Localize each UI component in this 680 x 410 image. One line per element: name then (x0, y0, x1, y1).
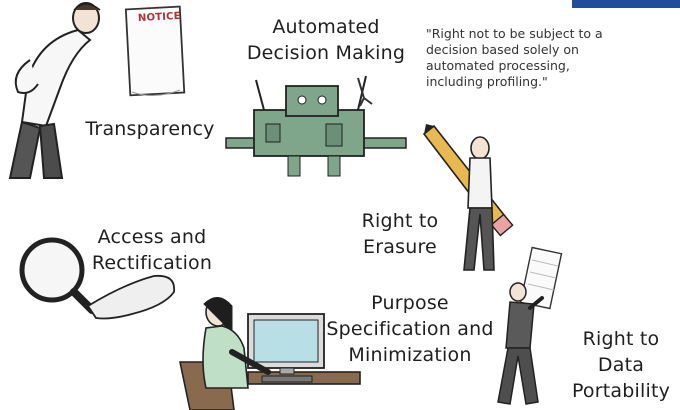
access-and-rectification-label: Access and Rectification (86, 224, 218, 276)
quote-line4: including profiling." (426, 74, 548, 89)
purpose-label-line3: Minimization (348, 344, 472, 366)
man-reading-notice-illustration (8, 2, 101, 179)
woman-at-computer-illustration (179, 297, 361, 410)
portability-label-line2: Portability (571, 380, 671, 402)
transparency-label: Transparency (85, 118, 215, 140)
right-to-erasure-label: Right to Erasure (352, 208, 448, 260)
automated-label-line1: Automated (272, 16, 380, 38)
erasure-label-line1: Right to (361, 210, 439, 232)
automated-processing-quote: "Right not to be subject to a decision b… (426, 26, 666, 90)
man-with-pencil-illustration (422, 124, 514, 271)
decision-machine-illustration (225, 75, 407, 177)
top-right-color-tab (572, 0, 680, 8)
quote-line1: "Right not to be subject to a (426, 26, 603, 41)
portability-label-line1: Right to Data (582, 328, 660, 376)
right-to-data-portability-label: Right to Data Portability (560, 326, 680, 404)
purpose-label-line1: Purpose (371, 292, 449, 314)
access-label-line1: Access and (97, 226, 207, 248)
magnifying-glass-illustration (19, 237, 176, 320)
purpose-label-line2: Specification and (326, 318, 494, 340)
access-label-line2: Rectification (91, 252, 213, 274)
robot-arm-icon (357, 77, 373, 107)
automated-decision-making-label: Automated Decision Making (238, 14, 414, 66)
erasure-label-line2: Erasure (363, 236, 437, 258)
notice-paper-icon (124, 5, 186, 97)
quote-line3: automated processing, (426, 58, 570, 73)
quote-line2: decision based solely on (426, 42, 579, 57)
purpose-specification-label: Purpose Specification and Minimization (320, 290, 500, 368)
automated-label-line2: Decision Making (246, 42, 406, 64)
notice-sign-text: NOTICE (137, 10, 182, 25)
man-carrying-papers-illustration (497, 246, 563, 405)
